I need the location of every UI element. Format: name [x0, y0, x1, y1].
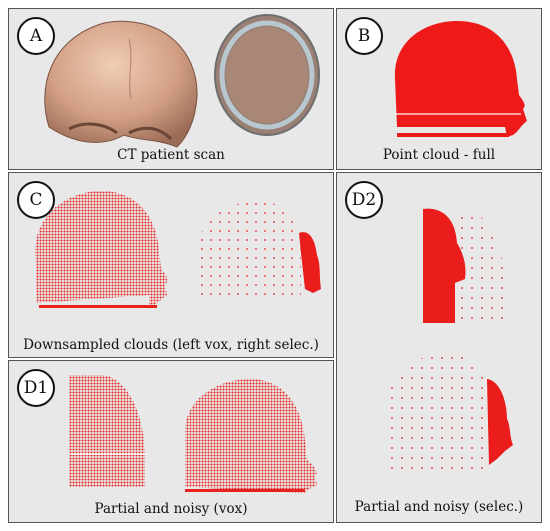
panel-d1: D1 Partial and noisy (vox)	[8, 360, 334, 523]
panel-c: C Downsampled clouds (left vox, right se…	[8, 172, 334, 358]
panel-d2-badge: D2	[345, 181, 383, 219]
partial-noisy-voxel	[69, 375, 317, 493]
panel-b: B Point cloud - full	[336, 8, 542, 170]
ct-scan-figure	[44, 14, 320, 148]
skull-render	[44, 20, 198, 148]
panel-d1-caption: Partial and noisy (vox)	[94, 501, 248, 517]
voxel-cloud	[35, 191, 168, 307]
panel-a-badge: A	[17, 17, 55, 55]
panel-a-caption: CT patient scan	[117, 147, 225, 163]
downsampled-clouds	[35, 191, 321, 308]
panel-a: A CT patient scan	[8, 8, 334, 170]
panel-b-badge: B	[345, 17, 383, 55]
panel-d1-badge: D1	[17, 369, 55, 407]
panel-d2-caption: Partial and noisy (selec.)	[354, 499, 524, 515]
partial-noisy-selected	[383, 208, 513, 473]
panel-c-caption: Downsampled clouds (left vox, right sele…	[23, 337, 319, 353]
panel-b-caption: Point cloud - full	[382, 147, 496, 163]
selected-cloud	[197, 201, 301, 297]
panel-d2: D2 Partial and noisy (selec.)	[336, 172, 542, 523]
full-point-cloud	[394, 21, 527, 137]
panel-c-badge: C	[17, 181, 55, 219]
